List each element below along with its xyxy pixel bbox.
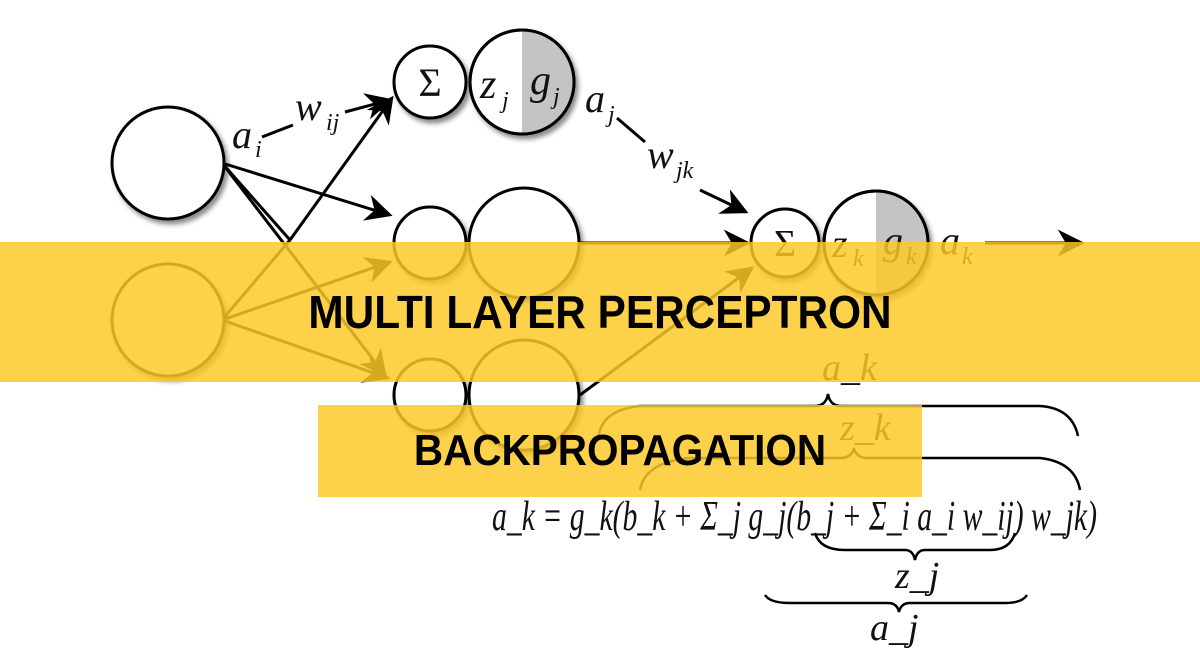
brace-label-z-j: z_j <box>894 555 939 597</box>
brace-label-a-j: a_j <box>870 607 919 649</box>
g-j-label: g <box>530 58 551 104</box>
input-node <box>110 105 226 221</box>
w-ij-sub: ij <box>326 110 340 136</box>
bottom-braces <box>763 532 1029 613</box>
title-band <box>0 242 1200 382</box>
a-i-sub: i <box>255 137 262 163</box>
w-jk-sub: jk <box>673 158 694 184</box>
z-j-label: z <box>479 62 496 108</box>
a-j-sub: j <box>605 102 615 128</box>
page-title: MULTI LAYER PERCEPTRON <box>308 286 892 338</box>
g-j-sub: j <box>550 84 560 110</box>
a-i-label: a <box>232 112 252 157</box>
w-jk-label: w <box>647 132 674 177</box>
sum-symbol: Σ <box>418 60 441 105</box>
w-ij-label: w <box>295 84 322 129</box>
page-subtitle: BACKPROPAGATION <box>413 426 827 475</box>
hidden-unit-j: Σ z j g j <box>392 28 576 136</box>
subtitle-band <box>318 405 922 497</box>
a-j-label: a <box>585 76 605 121</box>
z-j-sub: j <box>499 88 509 114</box>
equation-main: a_k = g_k(b_k + Σ_j g_j(b_j + Σ_i a_i w_… <box>492 494 1097 540</box>
